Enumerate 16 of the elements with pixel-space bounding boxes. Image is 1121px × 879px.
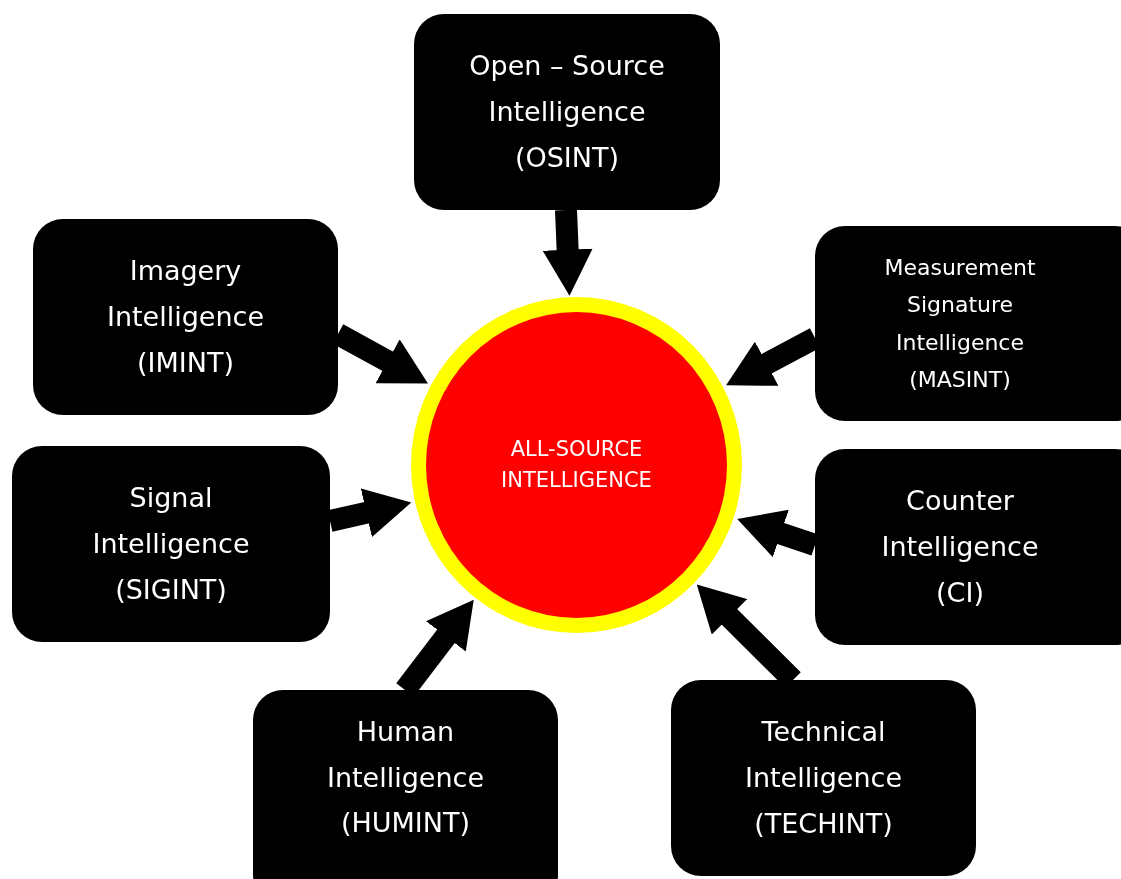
source-label: Measurement Signature Intelligence (MASINT) <box>883 253 1037 394</box>
source-label: Counter Intelligence (CI) <box>880 484 1040 610</box>
source-label: Imagery Intelligence (IMINT) <box>105 254 266 380</box>
source-box <box>815 449 1121 645</box>
source-label: Human Intelligence (HUMINT) <box>325 714 486 841</box>
source-box <box>671 680 976 876</box>
source-box <box>253 690 558 879</box>
source-box <box>33 219 338 415</box>
source-label: Technical Intelligence (TECHINT) <box>743 715 904 841</box>
source-box <box>414 14 720 210</box>
hub-label: ALL-SOURCE INTELLIGENCE <box>500 435 653 494</box>
source-label: Open – Source Intelligence (OSINT) <box>468 49 666 175</box>
source-label: Signal Intelligence (SIGINT) <box>91 481 251 607</box>
source-box <box>12 446 330 642</box>
source-box <box>815 226 1121 421</box>
arrow <box>542 209 593 296</box>
